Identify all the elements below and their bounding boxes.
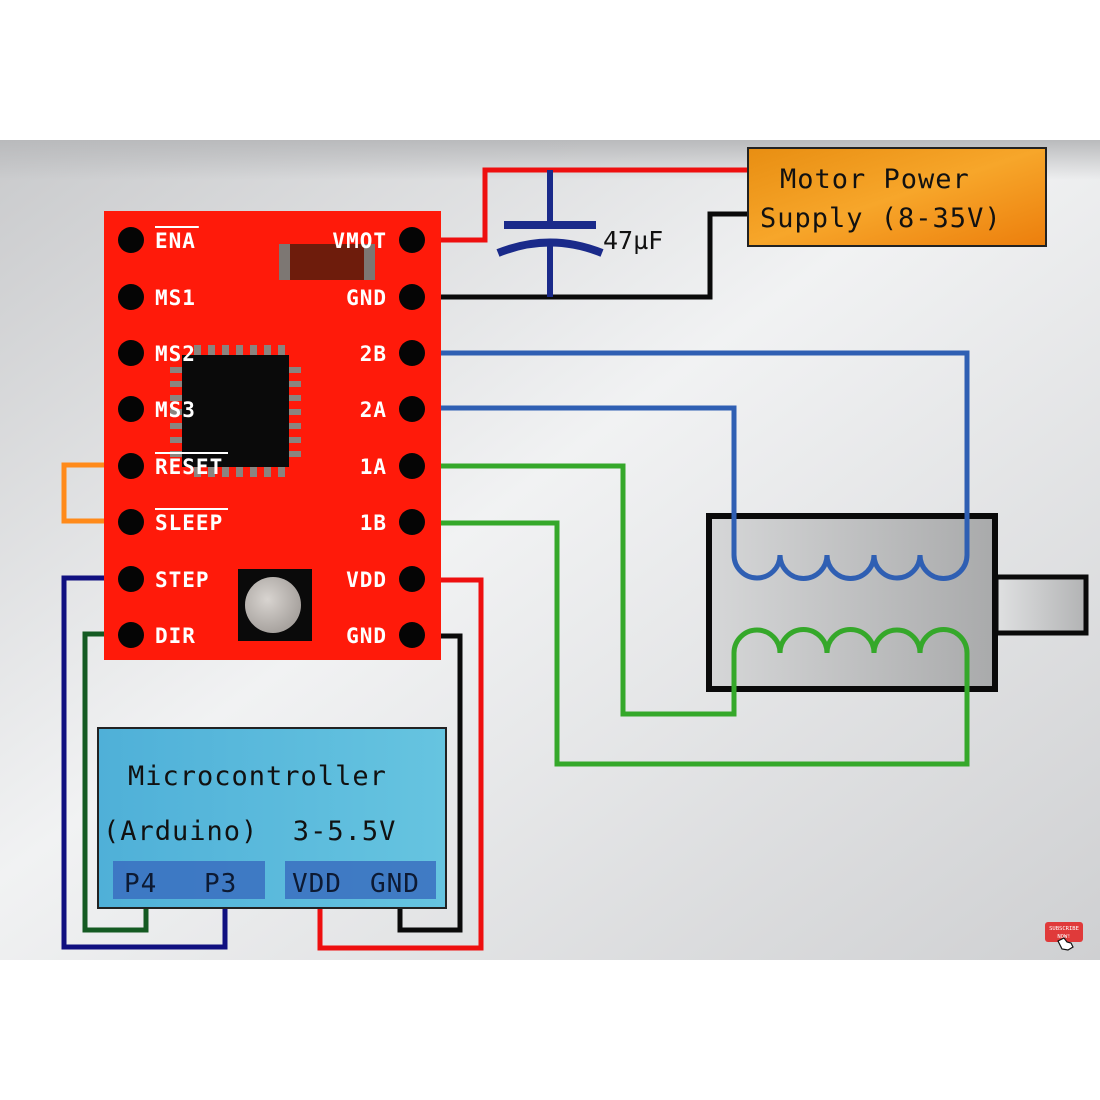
pin-ms3[interactable]: MS3 — [118, 396, 196, 422]
pin-reset[interactable]: RESET — [118, 452, 228, 479]
mcu-port-p3[interactable]: P3 — [204, 869, 237, 899]
microcontroller-sublabel: (Arduino) 3-5.5V — [103, 816, 396, 847]
mcu-port-group-power — [285, 861, 436, 899]
pin-pad[interactable] — [399, 509, 425, 535]
pin-1a[interactable]: 1A — [360, 453, 425, 479]
pin-ms2[interactable]: MS2 — [118, 340, 196, 366]
pin-pad[interactable] — [118, 340, 144, 366]
pin-label: STEP — [155, 568, 210, 592]
pin-pad[interactable] — [399, 340, 425, 366]
motor-coil-1 — [731, 627, 970, 700]
pin-ms1[interactable]: MS1 — [118, 284, 196, 310]
motor-power-label-line1: Motor Power — [780, 164, 970, 195]
pin-label: RESET — [155, 455, 223, 479]
pin-2b[interactable]: 2B — [360, 340, 425, 366]
driver-chip-pins — [170, 345, 301, 477]
motor-power-supply-box[interactable] — [747, 147, 1047, 247]
pin-label: MS3 — [155, 398, 196, 422]
microcontroller[interactable]: Microcontroller (Arduino) 3-5.5V P4 P3 V… — [97, 727, 447, 909]
pin-label: ENA — [155, 229, 196, 253]
pin-label: GND — [346, 286, 387, 310]
pin-1b[interactable]: 1B — [360, 509, 425, 535]
mcu-port-vdd[interactable]: VDD — [292, 869, 342, 899]
mcu-port-group-signals — [113, 861, 265, 899]
pin-vdd[interactable]: VDD — [346, 566, 425, 592]
pin-pad[interactable] — [399, 453, 425, 479]
motor-power-label-line2: Supply (8-35V) — [760, 203, 1002, 234]
pin-sleep[interactable]: SLEEP — [118, 508, 228, 535]
pin-label: 1B — [360, 511, 387, 535]
driver-chip — [182, 355, 289, 467]
pin-pad[interactable] — [118, 227, 144, 253]
hand-cursor-icon — [1057, 937, 1074, 951]
capacitor-plate-curved — [496, 238, 604, 257]
pin-2a[interactable]: 2A — [360, 396, 425, 422]
pin-label: 1A — [360, 455, 387, 479]
pin-pad[interactable] — [118, 566, 144, 592]
wire-step-to-p3 — [61, 575, 228, 950]
wire-reset-sleep-jumper — [61, 462, 133, 524]
pin-gnd[interactable]: GND — [346, 284, 425, 310]
pin-pad[interactable] — [118, 509, 144, 535]
wire-vmot-to-power — [413, 167, 753, 243]
wire-1b-to-coil — [413, 520, 970, 767]
subscribe-label: SUBSCRIBE — [1049, 926, 1079, 932]
pin-pad[interactable] — [399, 284, 425, 310]
pin-label: SLEEP — [155, 511, 223, 535]
pin-pad[interactable] — [399, 622, 425, 648]
wire-dir-to-p4 — [82, 631, 149, 933]
pin-label: VDD — [346, 568, 387, 592]
capacitor-label: 47µF — [603, 226, 663, 255]
pin-label: MS2 — [155, 342, 196, 366]
motor-shaft — [993, 574, 1089, 636]
subscribe-label-now: NOW! — [1057, 934, 1070, 940]
motor-coil-2 — [731, 500, 970, 581]
pin-pad[interactable] — [399, 396, 425, 422]
mcu-port-p4[interactable]: P4 — [124, 869, 157, 899]
pin-label: DIR — [155, 624, 196, 648]
pin-label: GND — [346, 624, 387, 648]
pin-pad[interactable] — [399, 227, 425, 253]
stepper-motor — [706, 500, 1089, 700]
wire-vdd-to-mcu — [317, 577, 484, 951]
motor-power-supply[interactable]: Motor Power Supply (8-35V) — [747, 147, 1047, 247]
wire-gnd-to-power — [413, 211, 753, 300]
wire-gnd-to-mcu — [397, 633, 463, 933]
pin-pad[interactable] — [399, 566, 425, 592]
pin-pad[interactable] — [118, 396, 144, 422]
pin-pad[interactable] — [118, 284, 144, 310]
current-limit-potentiometer[interactable] — [238, 569, 312, 641]
motor-body — [706, 513, 998, 692]
subscribe-badge[interactable]: SUBSCRIBE NOW! — [1045, 922, 1083, 951]
pin-label: 2B — [360, 342, 387, 366]
pin-label: VMOT — [332, 229, 387, 253]
subscribe-button[interactable] — [1045, 922, 1083, 942]
smd-resistor — [279, 244, 375, 280]
pin-pad[interactable] — [118, 622, 144, 648]
pin-vmot[interactable]: VMOT — [332, 227, 425, 253]
capacitor: 47µF — [496, 170, 663, 297]
microcontroller-label: Microcontroller — [128, 761, 387, 792]
wire-2b-to-coil — [413, 350, 970, 558]
pin-step[interactable]: STEP — [118, 566, 210, 592]
pin-gnd-logic[interactable]: GND — [346, 622, 425, 648]
mcu-port-gnd[interactable]: GND — [370, 869, 420, 899]
pin-label: MS1 — [155, 286, 196, 310]
pin-pad[interactable] — [118, 453, 144, 479]
pin-ena[interactable]: ENA — [118, 226, 199, 253]
pin-dir[interactable]: DIR — [118, 622, 196, 648]
pin-label: 2A — [360, 398, 387, 422]
